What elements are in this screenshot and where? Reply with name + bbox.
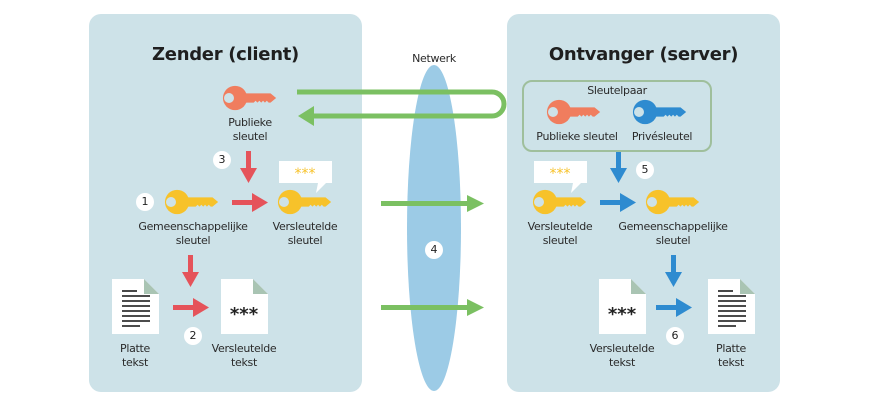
receiver-plain-text-doc-icon — [708, 279, 755, 334]
sender-encrypted-text-doc-icon: *** — [221, 279, 268, 334]
step-2-badge: 2 — [184, 327, 202, 345]
sender-public-key-label: Publieke sleutel — [228, 116, 272, 143]
receiver-shared-key-down-arrow — [665, 255, 682, 287]
receiver-encrypted-key-badge: *** — [534, 161, 587, 193]
step-3-badge: 3 — [213, 151, 231, 169]
step-5-badge: 5 — [636, 161, 654, 179]
step-4-badge: 4 — [425, 241, 443, 259]
sender-encrypted-text-label: Versleutelde tekst — [211, 342, 277, 369]
receiver-step5-arrow — [610, 152, 627, 183]
receiver-plain-text-label: Platte tekst — [715, 342, 747, 369]
step-6-badge: 6 — [666, 327, 684, 345]
sender-shared-key-label: Gemeenschappelijke sleutel — [138, 220, 248, 247]
encrypted-text-transfer-arrow — [381, 299, 484, 316]
encrypted-key-transfer-arrow — [381, 195, 484, 212]
public-key-exchange-arrow — [297, 89, 507, 119]
public-key-exchange-arrowhead — [298, 106, 314, 126]
network-label: Netwerk — [412, 52, 456, 65]
receiver-encrypted-key-label: Versleutelde sleutel — [527, 220, 593, 247]
receiver-title: Ontvanger (server) — [548, 44, 739, 65]
sender-encrypted-text-stars: *** — [230, 304, 259, 325]
keypair-box — [522, 80, 712, 152]
sender-plain-text-label: Platte tekst — [119, 342, 151, 369]
sender-step3-arrow — [240, 151, 257, 183]
receiver-encrypted-text-doc-icon: *** — [599, 279, 646, 334]
sender-encrypted-key-label: Versleutelde sleutel — [272, 220, 338, 247]
receiver-decrypt-text-arrow — [656, 298, 692, 317]
sender-badge-text: *** — [295, 166, 316, 182]
sender-plain-text-doc-icon — [112, 279, 159, 334]
receiver-shared-key-label: Gemeenschappelijke sleutel — [618, 220, 728, 247]
sender-encrypted-key-badge: *** — [279, 161, 332, 193]
receiver-private-key-label: Privésleutel — [631, 130, 693, 143]
receiver-encrypted-text-label: Versleutelde tekst — [589, 342, 655, 369]
sender-encrypt-key-arrow — [232, 193, 268, 212]
sender-encrypt-text-arrow — [173, 298, 209, 317]
receiver-badge-text: *** — [550, 166, 571, 182]
sender-title: Zender (client) — [152, 44, 299, 65]
keypair-label: Sleutelpaar — [587, 84, 647, 97]
sender-shared-key-down-arrow — [182, 255, 199, 287]
receiver-public-key-label: Publieke sleutel — [536, 130, 618, 143]
step-1-badge: 1 — [136, 193, 154, 211]
receiver-encrypted-text-stars: *** — [608, 304, 637, 325]
receiver-decrypt-key-arrow — [600, 193, 636, 212]
